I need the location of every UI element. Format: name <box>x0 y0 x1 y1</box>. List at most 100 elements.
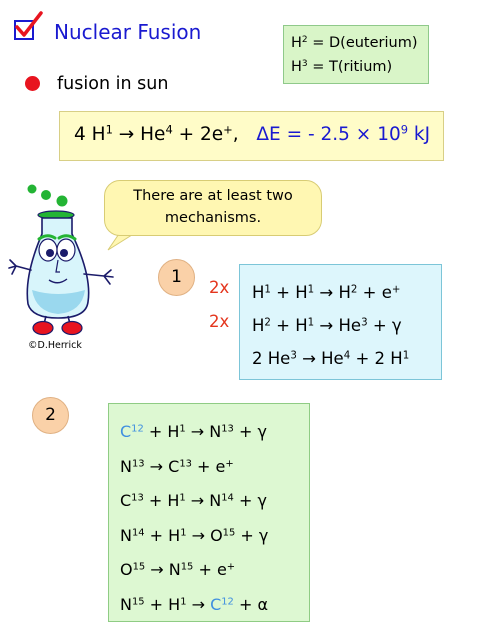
mass: 1 <box>264 284 271 296</box>
eq-product: He <box>134 124 166 145</box>
mass: 3 <box>290 350 297 362</box>
energy-exponent: 9 <box>400 122 409 137</box>
mechanism-2-number: 2 <box>32 397 69 434</box>
overall-equation: 4 H1 → He4 + 2e+, ΔE = - 2.5 × 109 kJ <box>59 111 444 161</box>
eq-mass: 4 <box>165 122 173 137</box>
reaction-row: N15 + H1 → C12 + α <box>120 588 309 623</box>
term: → N <box>185 491 222 510</box>
mass: 13 <box>179 458 192 470</box>
mass: 2 <box>264 317 271 329</box>
term: N <box>120 456 132 476</box>
mass: 4 <box>343 350 351 362</box>
term: → N <box>185 422 222 441</box>
mass: 13 <box>131 492 144 504</box>
reaction-row: O15 → N15 + e+ <box>120 553 309 588</box>
term: + H <box>144 525 181 545</box>
term-carbon12: C <box>210 594 222 614</box>
mass: 2 <box>350 284 358 296</box>
mass: 15 <box>131 596 145 608</box>
multiplier-1: 2x <box>209 278 230 297</box>
mass: 1 <box>307 317 315 329</box>
eq-comma: , <box>232 124 239 145</box>
mass: 15 <box>222 527 236 539</box>
mass-carbon12: 12 <box>131 423 144 435</box>
term: → N <box>145 560 181 579</box>
page-title: Nuclear Fusion <box>54 20 202 44</box>
cno-cycle-box: C12 + H1 → N13 + γ N13 → C13 + e+ C13 + … <box>108 403 310 622</box>
title-checkbox <box>14 20 34 40</box>
definition-tritium: H3 = T(ritium) <box>291 55 428 79</box>
def-mass: 2 <box>301 35 308 46</box>
term: + e <box>357 283 392 302</box>
reaction-row: 2 He3 → He4 + 2 H1 <box>252 342 441 375</box>
mass: 13 <box>131 458 145 470</box>
energy-value: ΔE = - 2.5 × 10 <box>256 124 401 145</box>
multiplier-2: 2x <box>209 312 230 331</box>
term: O <box>120 560 133 579</box>
eq-reactant: 4 H <box>74 124 106 145</box>
isotope-definitions: H2 = D(euterium) H3 = T(ritium) <box>283 25 429 84</box>
mass: 14 <box>131 527 145 539</box>
term: → <box>186 594 211 614</box>
bubble-line: There are at least two <box>133 188 293 204</box>
term: N <box>120 525 132 545</box>
proton-proton-chain-box: H1 + H1 → H2 + e+ H2 + H1 → He3 + γ 2 He… <box>239 264 442 380</box>
def-name: = D(euterium) <box>307 35 418 51</box>
term: → H <box>314 283 351 302</box>
eq-positron: + 2e <box>172 124 224 145</box>
reaction-row: N13 → C13 + e+ <box>120 450 309 485</box>
term: + e <box>193 560 227 579</box>
charge: + <box>391 284 401 296</box>
term: + H <box>143 491 180 510</box>
def-name: = T(ritium) <box>307 59 393 75</box>
bubble-line: mechanisms. <box>164 210 262 226</box>
mass: 1 <box>402 350 410 362</box>
term: + γ <box>367 316 402 335</box>
term: H <box>252 316 265 335</box>
term: → He <box>314 316 362 335</box>
reaction-row: N14 + H1 → O15 + γ <box>120 519 309 554</box>
mass: 1 <box>179 423 186 435</box>
term: + 2 H <box>350 349 403 368</box>
term: → O <box>186 525 223 545</box>
mass: 12 <box>221 596 234 608</box>
definition-deuterium: H2 = D(euterium) <box>291 31 428 55</box>
term: + γ <box>233 491 267 510</box>
eq-charge: + <box>223 122 233 137</box>
term-carbon12: C <box>120 422 132 441</box>
def-mass: 3 <box>301 59 308 70</box>
mass: 1 <box>180 527 187 539</box>
term: + α <box>233 594 268 614</box>
mass: 1 <box>307 284 315 296</box>
arrow: → <box>118 124 135 145</box>
mass: 1 <box>180 596 187 608</box>
term: 2 He <box>252 349 291 368</box>
term: C <box>120 491 132 510</box>
term: + H <box>144 594 181 614</box>
reaction-row: H1 + H1 → H2 + e+ <box>252 276 441 309</box>
mass: 15 <box>132 561 146 573</box>
energy-unit: kJ <box>408 124 431 145</box>
charge: + <box>226 561 236 573</box>
bullet-text: fusion in sun <box>57 74 169 94</box>
reaction-row: C12 + H1 → N13 + γ <box>120 415 309 450</box>
mass: 13 <box>221 423 234 435</box>
term: → He <box>296 349 344 368</box>
reaction-row: H2 + H1 → He3 + γ <box>252 309 441 342</box>
author-credit: ©D.Herrick <box>28 340 82 351</box>
term: → C <box>144 456 180 476</box>
flask-mascot-icon <box>8 184 114 336</box>
speech-bubble: There are at least two mechanisms. <box>104 180 322 236</box>
term: + H <box>270 316 308 335</box>
energy-change: ΔE = - 2.5 × 109 kJ <box>256 124 430 145</box>
term: + γ <box>233 422 267 441</box>
mass: 14 <box>221 492 234 504</box>
reaction-row: C13 + H1 → N14 + γ <box>120 484 309 519</box>
checkmark-icon <box>15 11 43 37</box>
term: + H <box>143 422 180 441</box>
mechanism-1-number: 1 <box>158 259 195 296</box>
mass: 3 <box>361 317 368 329</box>
term: N <box>120 594 132 614</box>
term: H <box>252 283 265 302</box>
mass: 1 <box>179 492 186 504</box>
